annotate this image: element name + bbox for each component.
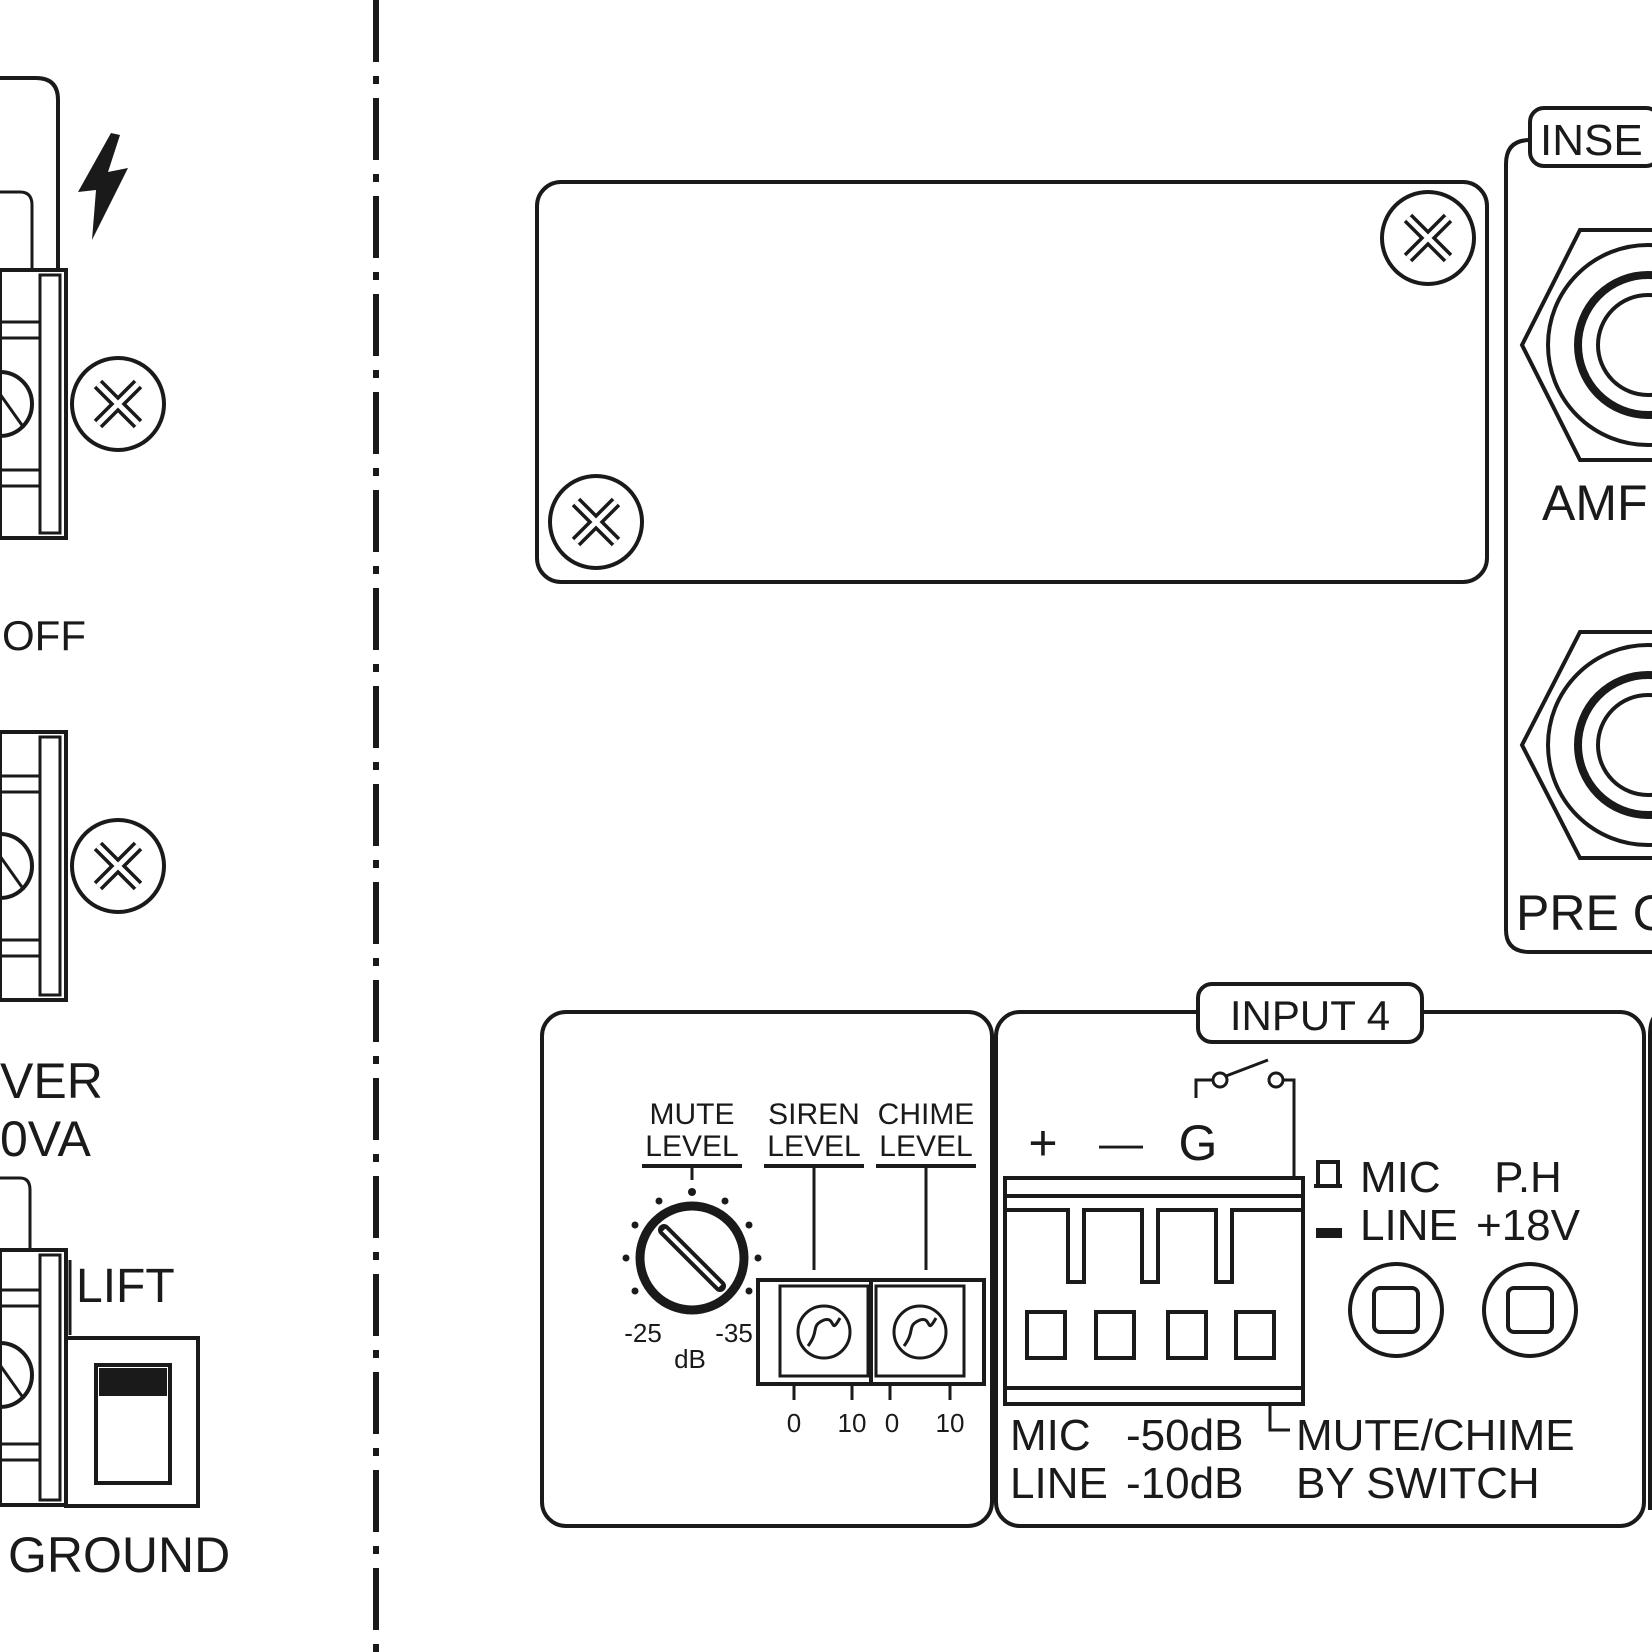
mute-level-section: MUTE LEVEL SIREN LEVEL CHIME LEVEL [540, 1010, 994, 1528]
mute-chime-note-line2: BY SWITCH [1296, 1459, 1540, 1508]
pre-label: PRE O [1516, 885, 1652, 941]
knob-unit-label: dB [674, 1344, 706, 1374]
high-voltage-icon [78, 133, 128, 240]
input4-section: INPUT 4 + — G MIC [994, 982, 1652, 1528]
switch-down-icon [1316, 1228, 1342, 1238]
terminal-plus-label: + [1028, 1115, 1057, 1171]
switch-up-icon [1314, 1160, 1342, 1188]
amp-jack[interactable] [1519, 228, 1652, 462]
phantom-power-line1: P.H [1494, 1153, 1562, 1202]
amp-label: AMF [1542, 475, 1648, 531]
knob-max-label: -35 [715, 1318, 753, 1348]
mute-chime-note-line1: MUTE/CHIME [1296, 1411, 1575, 1460]
chime-scale-max: 10 [936, 1408, 965, 1438]
knob-min-label: -25 [624, 1318, 662, 1348]
phantom-power-switch[interactable] [1482, 1262, 1578, 1358]
chime-level-trimmer[interactable] [874, 1284, 966, 1378]
blank-cover-plate [535, 180, 1489, 584]
mute-level-label-line2: LEVEL [645, 1130, 738, 1163]
chime-scale-min: 0 [885, 1408, 899, 1438]
line-switch-label: LINE [1360, 1201, 1458, 1250]
ground-terminal [0, 1176, 68, 1507]
mic-sensitivity-label: MIC [1010, 1411, 1091, 1460]
insert-section: INSE AMF PRE O [1504, 106, 1652, 954]
terminal-minus-label: — [1099, 1119, 1143, 1168]
chime-level-label-line1: CHIME [878, 1098, 975, 1131]
mute-level-knob[interactable] [622, 1188, 762, 1315]
left-section: OFF VER 0VA [0, 76, 230, 1583]
ground-label: GROUND [8, 1527, 230, 1583]
mic-sensitivity-value: -50dB [1126, 1411, 1243, 1460]
terminal-ground-label: G [1179, 1115, 1218, 1171]
phantom-power-line2: +18V [1476, 1201, 1581, 1250]
siren-level-label-line2: LEVEL [767, 1130, 860, 1163]
pre-jack[interactable] [1519, 630, 1652, 860]
power-rating-line2: 0VA [0, 1111, 91, 1167]
input4-terminal-block[interactable] [1003, 1176, 1305, 1406]
screw-icon [1380, 190, 1476, 286]
contact-switch-icon [1194, 1058, 1296, 1178]
power-off-label: OFF [2, 612, 86, 659]
mute-level-label-line1: MUTE [650, 1098, 735, 1131]
chime-level-label-line2: LEVEL [879, 1130, 972, 1163]
ground-lift-label: LIFT [76, 1260, 175, 1313]
screw-icon [70, 356, 166, 452]
siren-scale-max: 10 [838, 1408, 867, 1438]
line-sensitivity-label: LINE [1010, 1459, 1108, 1508]
siren-scale-min: 0 [787, 1408, 801, 1438]
power-terminal-lower [0, 730, 68, 1002]
screw-icon [70, 818, 166, 914]
power-rating-line1: VER [0, 1053, 103, 1109]
mic-line-switch[interactable] [1348, 1262, 1444, 1358]
power-terminal-upper [0, 268, 68, 540]
insert-title: INSE [1540, 116, 1643, 165]
input4-title: INPUT 4 [1230, 992, 1390, 1039]
line-sensitivity-value: -10dB [1126, 1459, 1243, 1508]
ground-lift-switch[interactable] [64, 1336, 200, 1508]
siren-level-label-line1: SIREN [768, 1098, 860, 1131]
screw-icon [548, 474, 644, 570]
mic-switch-label: MIC [1360, 1153, 1441, 1202]
siren-level-trimmer[interactable] [778, 1284, 870, 1378]
